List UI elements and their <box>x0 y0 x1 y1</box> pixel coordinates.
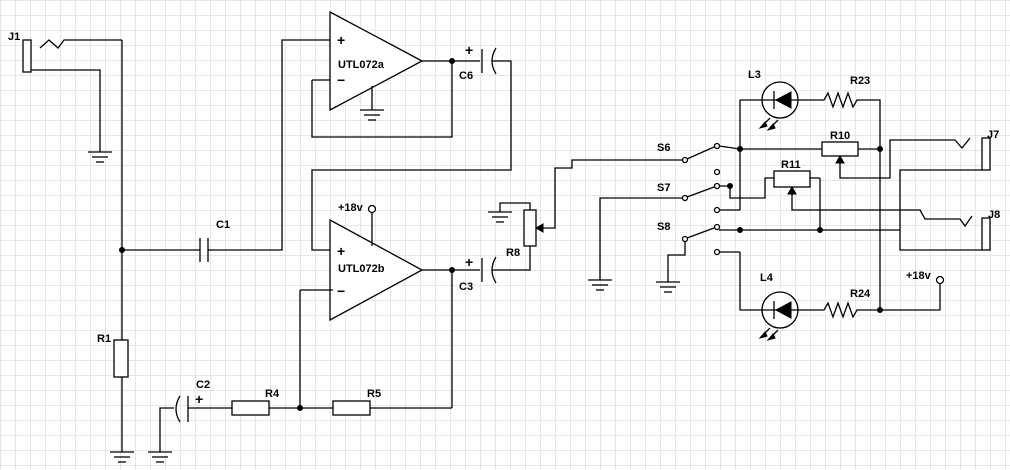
resistor-r23 <box>798 91 881 310</box>
capacitor-c3 <box>452 246 531 284</box>
label-s6: S6 <box>657 142 670 154</box>
jack-j1 <box>22 39 122 152</box>
label-r11: R11 <box>781 159 801 171</box>
resistor-r24 <box>798 275 945 319</box>
label-c2: C2 <box>196 379 210 391</box>
junction-dot <box>877 146 883 152</box>
c2-plus-sign: + <box>195 391 203 407</box>
label-utl072b: UTL072b <box>338 263 385 275</box>
label-c6: C6 <box>459 70 473 82</box>
label-s8: S8 <box>657 221 670 233</box>
label-j1: J1 <box>8 31 20 43</box>
label-j7: J7 <box>987 129 999 141</box>
opamp-utl072a <box>311 10 453 138</box>
led-l3 <box>740 81 799 131</box>
jack-j7 <box>899 137 991 251</box>
label-l4: L4 <box>760 272 774 284</box>
label-j8: J8 <box>988 209 1000 221</box>
label-c1: C1 <box>216 219 230 231</box>
ground-r1 <box>110 451 134 463</box>
capacitor-c2 <box>159 395 232 452</box>
junction-dot <box>297 405 303 411</box>
label-r1: R1 <box>97 333 111 345</box>
label-s7: S7 <box>657 182 670 194</box>
opamp-a-plus-sign: + <box>337 32 345 48</box>
led-l4 <box>739 252 799 341</box>
label-r10: R10 <box>830 130 850 142</box>
junction-dot <box>727 183 733 189</box>
c3-plus-sign: + <box>465 254 473 270</box>
c6-plus-sign: + <box>465 42 473 58</box>
label-r23: R23 <box>850 75 870 87</box>
label-supply-opamp: +18v <box>338 202 364 214</box>
label-r5: R5 <box>367 388 381 400</box>
capacitor-c1 <box>122 39 333 262</box>
potentiometer-r11 <box>773 170 973 230</box>
potentiometer-r10 <box>821 137 971 179</box>
label-l3: L3 <box>748 69 761 81</box>
resistor-r4 <box>231 400 333 416</box>
potentiometer-r8 <box>488 159 683 247</box>
switch-s6 <box>681 142 741 176</box>
ground-s8 <box>656 281 680 293</box>
resistor-r5 <box>332 400 452 416</box>
junction-dot <box>877 307 883 313</box>
opamp-utl072b <box>299 204 453 408</box>
resistor-r1 <box>113 339 129 452</box>
label-r8: R8 <box>506 247 520 259</box>
ground-j1 <box>88 151 112 163</box>
capacitor-c6 <box>311 47 512 251</box>
junction-dot <box>817 227 823 233</box>
junction-dot <box>737 227 743 233</box>
label-r4: R4 <box>265 388 280 400</box>
opamp-b-plus-sign: + <box>337 243 345 259</box>
opamp-a-minus-sign: − <box>337 72 345 88</box>
label-r24: R24 <box>850 288 871 300</box>
label-c3: C3 <box>459 281 473 293</box>
ground-opamp-a <box>360 109 384 121</box>
label-utl072a: UTL072a <box>338 59 385 71</box>
label-supply-led: +18v <box>906 270 932 282</box>
ground-c2 <box>148 451 172 463</box>
switch-s8 <box>667 223 900 282</box>
opamp-b-minus-sign: − <box>337 283 345 299</box>
jack-j8 <box>981 217 991 251</box>
switch-s7 <box>599 177 778 280</box>
ground-s7 <box>588 279 612 291</box>
